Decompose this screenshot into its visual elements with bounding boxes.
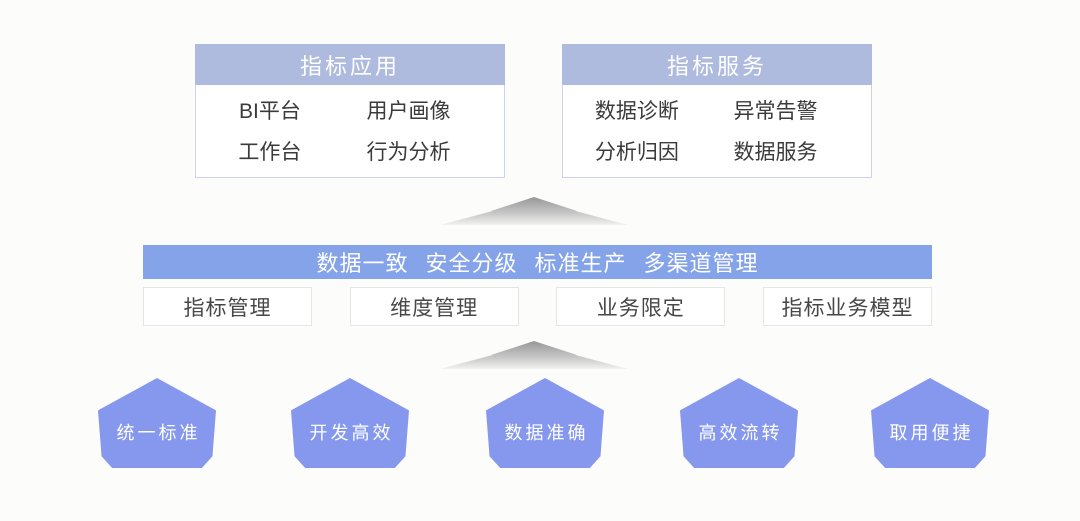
- benefit-badge-efficient-flow: 高效流转: [680, 378, 798, 468]
- svc-item-data-diagnosis: 数据诊断: [594, 99, 679, 123]
- up-arrow-icon: [440, 341, 628, 369]
- indicator-service-title: 指标服务: [666, 53, 767, 79]
- governance-banner: 数据一致 安全分级 标准生产 多渠道管理: [143, 245, 932, 279]
- svc-item-anomaly-alert: 异常告警: [733, 99, 818, 123]
- banner-item-security-grading: 安全分级: [425, 251, 518, 276]
- indicator-application-header: 指标应用: [195, 44, 505, 85]
- module-box-dimension-mgmt: 维度管理: [349, 287, 519, 326]
- indicator-application-body: BI平台 用户画像 工作台 行为分析: [196, 85, 504, 177]
- svc-item-attribution: 分析归因: [594, 140, 679, 164]
- module-box-business-limit: 业务限定: [556, 287, 726, 326]
- app-item-workbench: 工作台: [238, 140, 302, 164]
- module-box-indicator-mgmt: 指标管理: [143, 287, 312, 326]
- indicator-service-body: 数据诊断 异常告警 分析归因 数据服务: [563, 85, 871, 177]
- module-row: 指标管理 维度管理 业务限定 指标业务模型: [143, 287, 932, 326]
- up-arrow-icon: [440, 197, 628, 225]
- svc-item-data-service: 数据服务: [733, 140, 818, 164]
- indicator-service-card: 指标服务 数据诊断 异常告警 分析归因 数据服务: [562, 44, 872, 178]
- benefit-badge-easy-access: 取用便捷: [871, 378, 989, 468]
- indicator-application-card: 指标应用 BI平台 用户画像 工作台 行为分析: [195, 44, 505, 178]
- indicator-application-title: 指标应用: [299, 53, 400, 79]
- app-item-behavior-analysis: 行为分析: [366, 140, 451, 164]
- benefit-badge-efficient-dev: 开发高效: [291, 378, 409, 468]
- banner-item-data-consistency: 数据一致: [316, 251, 409, 276]
- banner-item-standard-production: 标准生产: [534, 251, 627, 276]
- app-item-user-profile: 用户画像: [366, 99, 451, 123]
- module-box-indicator-model: 指标业务模型: [762, 287, 932, 326]
- benefit-badge-unified-standard: 统一标准: [98, 378, 216, 468]
- app-item-bi-platform: BI平台: [238, 99, 301, 123]
- benefit-badge-accurate-data: 数据准确: [486, 378, 604, 468]
- indicator-service-header: 指标服务: [562, 44, 872, 85]
- banner-item-multichannel-mgmt: 多渠道管理: [643, 251, 759, 276]
